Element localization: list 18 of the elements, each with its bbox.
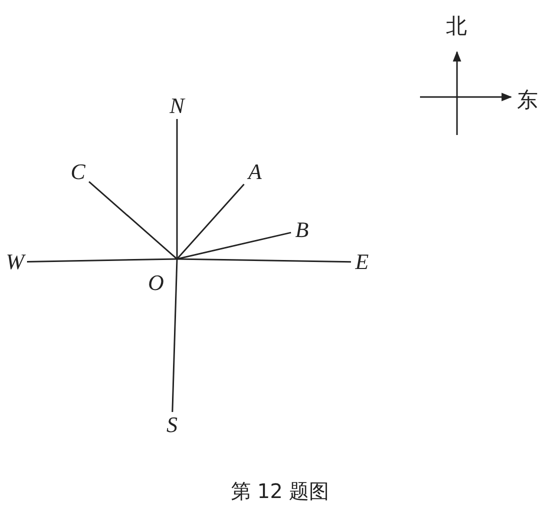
point-label: B xyxy=(291,217,313,243)
point-label: C xyxy=(67,159,89,185)
point-label: A xyxy=(244,159,266,185)
ray-line xyxy=(176,258,352,263)
point-label: N xyxy=(166,93,188,119)
point-label: S xyxy=(161,412,183,438)
point-label: O xyxy=(148,264,177,296)
ray-line xyxy=(176,184,245,260)
ray-line xyxy=(88,181,178,260)
direction-label: 北 xyxy=(446,13,467,40)
ray-line xyxy=(26,258,178,263)
caption: 第 12 题图 xyxy=(230,478,330,505)
ray-line xyxy=(176,119,178,259)
point-label: W xyxy=(3,249,27,275)
direction-label: 东 xyxy=(517,87,538,114)
ray-line xyxy=(176,232,292,260)
ray-line xyxy=(172,258,178,412)
point-label: E xyxy=(351,249,373,275)
